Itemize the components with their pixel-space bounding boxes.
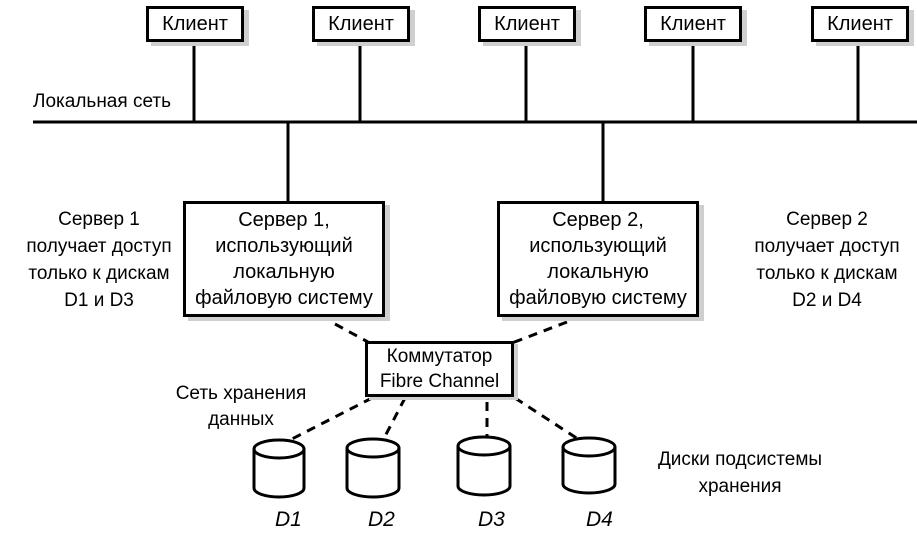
caption-line: хранения [698,476,782,497]
note-line: только к дискам [28,263,170,284]
san-link-d4 [514,396,579,441]
switch-line: Fibre Channel [379,371,500,392]
note-line: Сервер 1 [58,209,140,230]
client-box: Клиент [478,6,576,42]
note-line: Сервер 2 [786,209,868,230]
note-line: только к дискам [756,263,898,284]
disk-d2-icon [345,437,401,499]
note-line: D1 и D3 [64,290,134,311]
client-box: Клиент [312,6,410,42]
disk-label: D3 [478,508,505,531]
server-1-line: локальную [233,261,335,283]
server-1-line: файловую систему [195,287,373,309]
client-box: Клиент [811,6,909,42]
server-2-note: Сервер 2 получает доступ только к дискам… [748,206,906,314]
server-1-box: Сервер 1, использующий локальную файлову… [183,201,385,317]
disk-d1-icon [252,438,306,499]
server-2-line: файловую систему [509,287,687,309]
note-line: D2 и D4 [792,290,862,311]
fibre-channel-switch: Коммутатор Fibre Channel [365,341,514,397]
san-label-line: данных [208,409,274,430]
disk-d4-icon [561,436,617,495]
caption-line: Диски подсистемы [657,449,823,470]
disk-d3-icon [456,435,512,497]
san-link-server-1 [334,322,369,344]
server-2-box: Сервер 2, использующий локальную файлову… [497,201,699,317]
disk-label: D1 [275,508,302,531]
server-1-line: Сервер 1, [238,209,330,231]
san-label-line: Сеть хранения [175,383,307,404]
disks-caption: Диски подсистемы хранения [640,446,840,500]
server-1-line: использующий [215,235,353,257]
disk-label: D4 [586,508,613,531]
san-link-d2 [379,397,407,445]
disk-label: D2 [368,508,395,531]
switch-line: Коммутатор [386,346,493,367]
note-line: получает доступ [754,236,900,257]
server-2-line: Сервер 2, [552,209,644,231]
server-2-line: локальную [547,261,649,283]
note-line: получает доступ [26,236,172,257]
san-link-d1 [285,396,373,444]
san-label: Сеть хранения данных [166,381,316,433]
server-1-note: Сервер 1 получает доступ только к дискам… [20,206,178,314]
server-2-line: использующий [529,235,667,257]
san-link-server-2 [511,320,568,345]
lan-label: Локальная сеть [33,91,171,112]
client-box: Клиент [146,6,244,42]
client-box: Клиент [644,6,742,42]
